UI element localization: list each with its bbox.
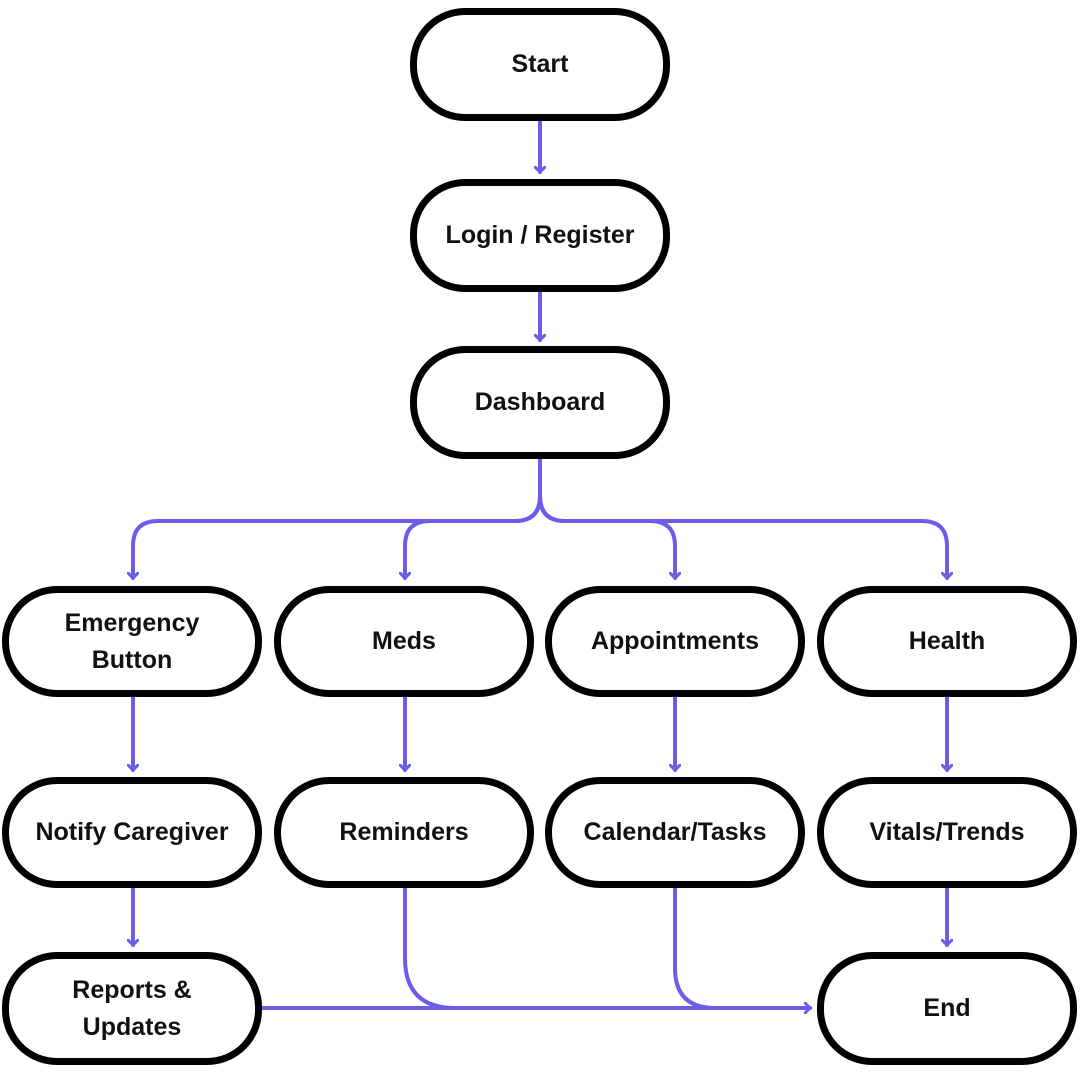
node-reports-updates-label: Reports & Updates [72, 976, 192, 1041]
node-reports-updates: Reports & Updates [2, 952, 262, 1065]
arrow-dashboard-to-meds [405, 494, 542, 580]
node-end-label: End [923, 994, 971, 1023]
node-notify-caregiver: Notify Caregiver [2, 777, 262, 888]
node-emergency-button: Emergency Button [2, 586, 262, 697]
node-emergency-button-label: Emergency Button [64, 609, 200, 674]
arrow-dashboard-to-health [538, 494, 947, 580]
arrow-calendar-to-end [673, 886, 812, 1010]
node-notify-caregiver-label: Notify Caregiver [35, 818, 229, 847]
node-login-register: Login / Register [410, 179, 670, 292]
node-calendar-tasks-label: Calendar/Tasks [583, 818, 767, 847]
node-appointments: Appointments [545, 586, 805, 697]
node-login-register-label: Login / Register [445, 221, 635, 250]
node-dashboard-label: Dashboard [474, 388, 606, 417]
arrow-dashboard-to-emergency [133, 494, 542, 580]
node-end: End [817, 952, 1077, 1065]
arrow-dashboard-to-appointments [538, 494, 675, 580]
node-health: Health [817, 586, 1077, 697]
node-start-label: Start [511, 50, 569, 79]
node-vitals-trends: Vitals/Trends [817, 777, 1077, 888]
node-appointments-label: Appointments [590, 627, 760, 656]
node-reminders-label: Reminders [339, 818, 469, 847]
node-meds-label: Meds [372, 627, 436, 656]
node-dashboard: Dashboard [410, 346, 670, 459]
node-vitals-trends-label: Vitals/Trends [869, 818, 1025, 847]
node-calendar-tasks: Calendar/Tasks [545, 777, 805, 888]
node-meds: Meds [274, 586, 534, 697]
node-reminders: Reminders [274, 777, 534, 888]
node-start: Start [410, 8, 670, 121]
arrow-reminders-to-end [403, 886, 812, 1010]
node-health-label: Health [908, 627, 986, 656]
